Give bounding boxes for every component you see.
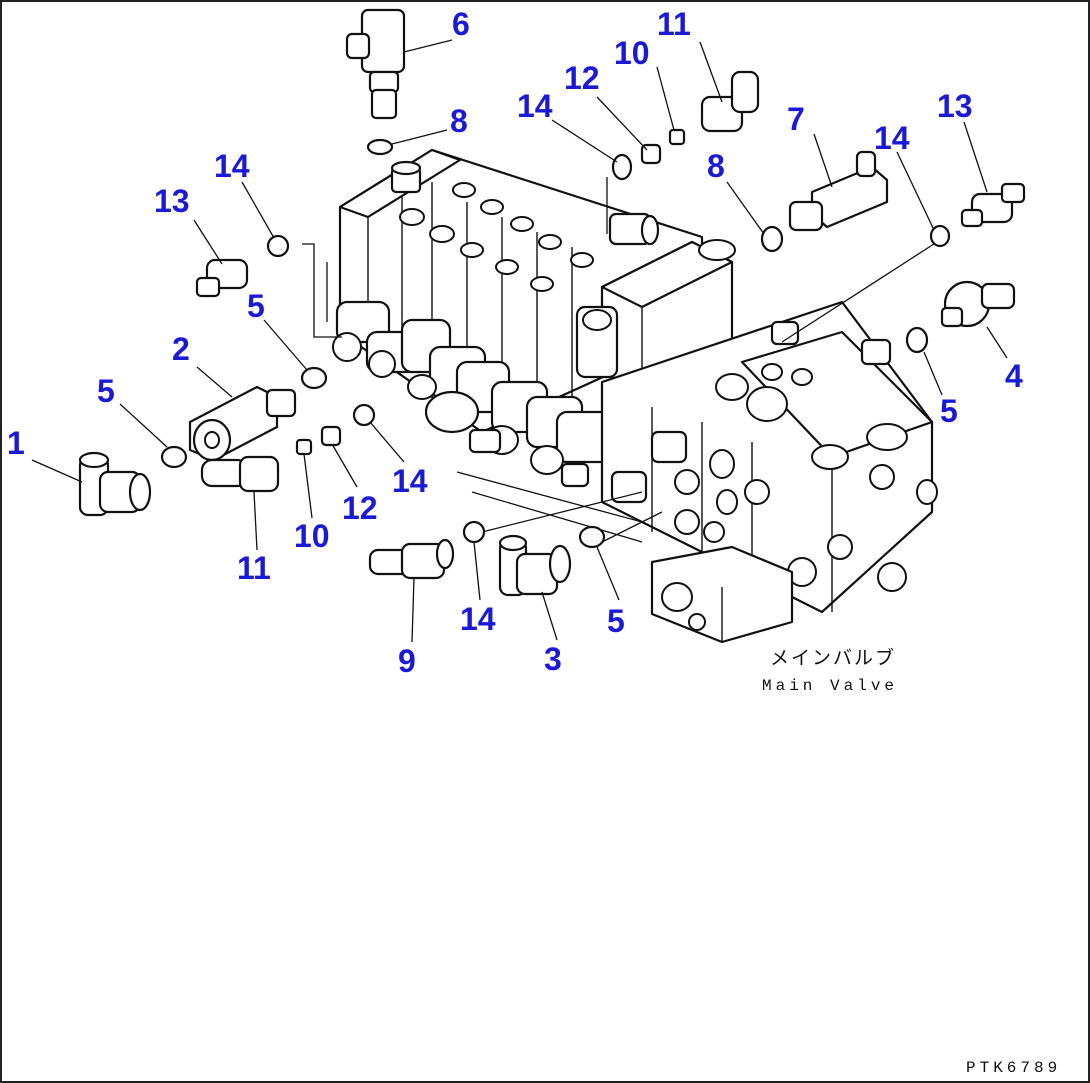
part-3-elbow-fitting: [498, 534, 572, 597]
part-13-connectors: [195, 182, 1026, 298]
callout-8-right: 8: [707, 148, 725, 184]
callout-12-lower: 12: [342, 490, 378, 526]
callout-11-upper: 11: [657, 6, 691, 42]
part-10-plugs: [295, 128, 686, 456]
upper-port-holes: [399, 182, 594, 292]
callout-3-label: 3: [544, 641, 562, 677]
callout-9: 9: [398, 643, 416, 679]
callout-6: 6: [452, 6, 470, 42]
callout-8-left: 8: [450, 103, 468, 139]
main-valve-assembly: [332, 148, 938, 644]
callout-10-lower: 10: [294, 518, 330, 554]
part-2-adapter: [188, 385, 297, 462]
caption-japanese: メインバルブ: [770, 646, 896, 669]
front-valve-body: [600, 300, 938, 614]
callout-5-mid: 5: [247, 288, 265, 324]
assembly-guide-lines: [302, 177, 938, 543]
callout-13-right: 13: [937, 88, 973, 124]
spool-caps: [332, 300, 614, 488]
lower-valve-body: [650, 545, 794, 644]
part-5-o-rings: [160, 326, 929, 549]
callout-5-right: 5: [940, 393, 958, 429]
callout-2: 2: [172, 331, 190, 367]
callout-4: 4: [1005, 358, 1023, 394]
callout-5-lower: 5: [607, 603, 625, 639]
part-9-elbow-fitting: [368, 538, 455, 580]
part-7-valve: [788, 150, 889, 232]
callout-12-upper: 12: [564, 60, 600, 96]
callout-leader-lines: [31, 39, 1008, 643]
callout-7: 7: [787, 101, 805, 137]
top-plug: [390, 160, 422, 194]
part-4-connector: [940, 280, 1016, 328]
part-8-o-rings: [366, 138, 784, 253]
part-6-relief-valve: [345, 8, 406, 120]
callout-labels: 1 2 3 4 5 5 5 5 6 7 8 8 9 10 10 11 11 12…: [7, 6, 1023, 679]
callout-5-left: 5: [97, 373, 115, 409]
callout-1: 1: [7, 425, 25, 461]
callout-14-upper-mid: 14: [517, 88, 553, 124]
callout-14-upper-left: 14: [214, 148, 250, 184]
callout-11-lower: 11: [237, 550, 271, 586]
callout-14-mid: 14: [392, 463, 428, 499]
callout-13-left: 13: [154, 183, 190, 219]
part-11-elbow-fittings: [200, 70, 760, 493]
callout-14-lower: 14: [460, 601, 496, 637]
callout-10-upper: 10: [614, 35, 650, 71]
part-1-elbow-fitting: [78, 451, 152, 517]
callout-14-upper-right: 14: [874, 120, 910, 156]
part-14-o-rings: [266, 153, 951, 544]
caption-english: Main Valve: [762, 677, 898, 695]
drawing-code: PTK6789: [966, 1059, 1061, 1077]
